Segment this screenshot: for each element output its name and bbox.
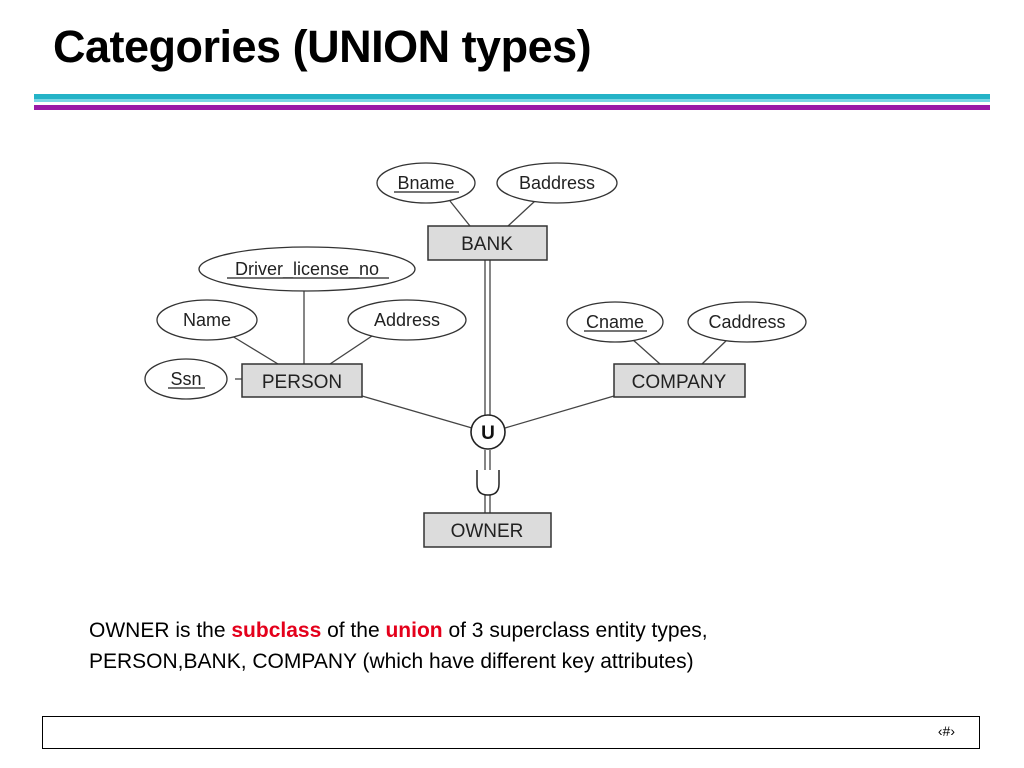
attr-address-label: Address — [374, 310, 440, 330]
caption-union: union — [385, 619, 443, 642]
attr-name-label: Name — [183, 310, 231, 330]
union-symbol: U — [481, 423, 495, 444]
attr-ssn-label: Ssn — [170, 369, 201, 389]
header-rule-light — [34, 99, 990, 102]
attr-ssn — [144, 358, 228, 400]
attr-driver-license-label: Driver_license_no — [235, 259, 379, 280]
entity-owner-label: OWNER — [451, 521, 524, 542]
person-union-line — [361, 395, 473, 429]
attr-baddress-label: Baddress — [519, 173, 595, 193]
caption-part1: OWNER is the — [89, 619, 232, 642]
caddress-connector — [701, 338, 729, 365]
slide-number: ‹#› — [937, 723, 955, 739]
entity-company-label: COMPANY — [632, 372, 727, 393]
attr-bname — [376, 162, 476, 204]
union-circle — [470, 414, 506, 450]
bname-connector — [449, 200, 471, 227]
header-rule-teal — [34, 94, 990, 99]
attr-cname — [566, 301, 664, 343]
entity-bank-box — [427, 225, 548, 261]
slide-title: Categories (UNION types) — [53, 21, 592, 72]
attr-driver-license-no — [198, 246, 416, 292]
address-connector — [329, 335, 373, 365]
footer-box: ‹#› — [42, 716, 980, 749]
entity-owner-box — [423, 512, 552, 548]
attr-address — [347, 299, 467, 341]
attr-caddress — [687, 301, 807, 343]
entity-company-box — [613, 363, 746, 398]
entity-person-box — [241, 363, 363, 398]
entity-person-label: PERSON — [262, 372, 342, 393]
attr-caddress-label: Caddress — [708, 312, 785, 332]
cname-connector — [631, 338, 661, 365]
caption-subclass: subclass — [231, 619, 322, 642]
attr-cname-label: Cname — [586, 312, 644, 332]
company-union-line — [504, 395, 615, 429]
caption: OWNER is the subclass of the union of 3 … — [89, 615, 889, 677]
attr-bname-label: Bname — [397, 173, 454, 193]
caption-part3: of 3 superclass entity types, — [442, 619, 708, 642]
header-rule-purple — [34, 105, 990, 110]
subset-symbol-icon — [476, 470, 500, 496]
caption-line2: PERSON,BANK, COMPANY (which have differe… — [89, 650, 694, 673]
caption-part2: of the — [321, 619, 386, 642]
name-connector — [231, 335, 279, 365]
baddress-connector — [507, 200, 536, 227]
entity-bank-label: BANK — [461, 234, 513, 255]
attr-name — [156, 299, 258, 341]
attr-baddress — [496, 162, 618, 204]
